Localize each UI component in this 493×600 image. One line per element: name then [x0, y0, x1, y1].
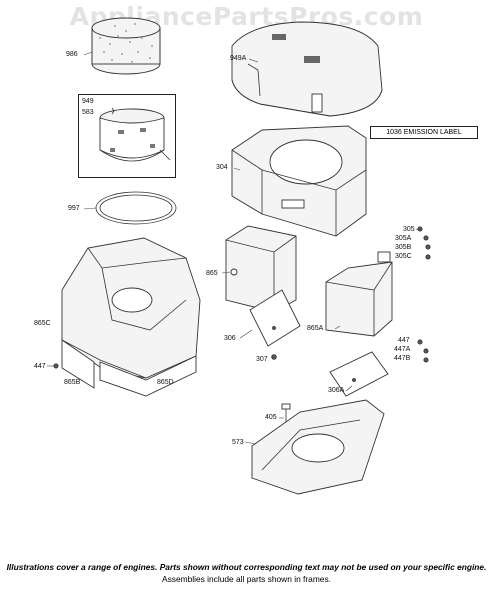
- label-447-left: 447: [34, 363, 46, 370]
- label-405: 405: [265, 414, 277, 421]
- label-865B: 865B: [64, 379, 81, 386]
- label-447B: 447B: [394, 355, 411, 362]
- part-865B-shroud: [61, 339, 95, 389]
- part-306A-shield: [329, 351, 389, 397]
- part-949A-cover: [231, 21, 383, 117]
- label-305B: 305B: [395, 244, 412, 251]
- part-865-baffle: [225, 225, 297, 313]
- label-865D: 865D: [157, 379, 174, 386]
- label-865: 865: [206, 270, 218, 277]
- part-305-screws: [417, 226, 431, 260]
- label-997: 997: [68, 205, 80, 212]
- part-865D-shroud: [99, 355, 197, 397]
- part-997-seal: [95, 191, 177, 225]
- label-573: 573: [232, 439, 244, 446]
- part-304-housing: [231, 125, 367, 237]
- footer-disclaimer: Illustrations cover a range of engines. …: [6, 562, 487, 572]
- label-306A: 306A: [328, 387, 345, 394]
- assembly-frame: [78, 94, 176, 178]
- label-305: 305: [403, 226, 415, 233]
- label-949A: 949A: [230, 55, 247, 62]
- emission-label: 1036 EMISSION LABEL: [370, 126, 478, 139]
- part-986-precleaner: [91, 17, 161, 75]
- footer-assemblies-note: Assemblies include all parts shown in fr…: [162, 574, 331, 584]
- label-986: 986: [66, 51, 78, 58]
- part-447-screws: [417, 339, 429, 363]
- label-447A: 447A: [394, 346, 411, 353]
- label-583: 583: [82, 109, 94, 116]
- label-305A: 305A: [395, 235, 412, 242]
- label-307: 307: [256, 356, 268, 363]
- label-949: 949: [82, 98, 94, 105]
- part-306-shield: [249, 289, 301, 347]
- part-865A-baffle: [325, 251, 393, 337]
- part-949-filter: [99, 107, 171, 162]
- label-304: 304: [216, 164, 228, 171]
- label-865A: 865A: [307, 325, 324, 332]
- part-307-screw: [271, 354, 277, 360]
- label-305C: 305C: [395, 253, 412, 260]
- part-573-plate: [251, 399, 385, 495]
- label-865C: 865C: [34, 320, 51, 327]
- part-405-bolt: [281, 403, 291, 424]
- label-447-right: 447: [398, 337, 410, 344]
- label-306: 306: [224, 335, 236, 342]
- part-865C-shroud: [61, 237, 201, 379]
- part-447-screw-left: [53, 363, 59, 369]
